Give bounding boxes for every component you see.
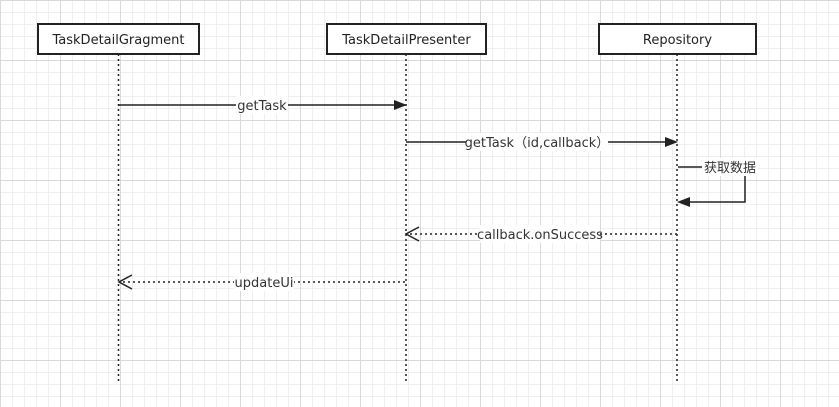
message-label-fetch-data: 获取数据 <box>704 161 756 176</box>
arrowhead-update-ui <box>117 274 133 290</box>
message-label-get-task: getTask <box>237 99 287 114</box>
arrowhead-callback-on-success <box>404 226 420 242</box>
message-label-update-ui: updateUi <box>235 276 294 291</box>
lifeline-repository[interactable]: Repository <box>598 23 757 383</box>
message-label-callback-on-success: callback.onSuccess <box>477 228 603 243</box>
lifeline-label-presenter: TaskDetailPresenter <box>341 33 471 48</box>
lifeline-label-repository: Repository <box>643 33 712 48</box>
lifeline-task-detail-presenter[interactable]: TaskDetailPresenter <box>326 23 487 383</box>
arrowhead-get-task-with-args <box>665 137 678 147</box>
message-get-task[interactable]: getTask <box>119 96 407 114</box>
message-get-task-with-args[interactable]: getTask（id,callback） <box>406 133 678 151</box>
lifeline-label-fragment: TaskDetailGragment <box>52 33 185 48</box>
message-fetch-data[interactable]: 获取数据 <box>677 158 758 207</box>
message-label-bg-update-ui <box>234 273 294 291</box>
message-label-get-task-with-args: getTask（id,callback） <box>465 136 610 151</box>
message-label-bg-fetch-data <box>702 158 758 176</box>
message-label-bg-get-task <box>236 96 288 114</box>
message-label-bg-callback-on-success <box>480 225 600 243</box>
arrowhead-get-task <box>394 100 407 110</box>
arrowhead-fetch-data <box>677 197 690 207</box>
message-callback-on-success[interactable]: callback.onSuccess <box>404 225 677 243</box>
lifeline-task-detail-fragment[interactable]: TaskDetailGragment <box>37 23 200 383</box>
message-label-bg-get-task-with-args <box>466 133 608 151</box>
message-update-ui[interactable]: updateUi <box>117 273 405 291</box>
